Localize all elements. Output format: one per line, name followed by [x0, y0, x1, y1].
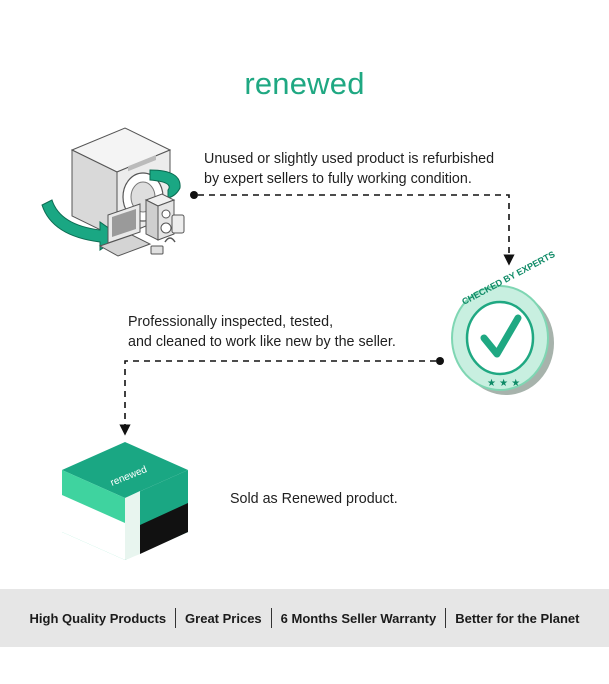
benefit-planet: Better for the Planet: [455, 610, 580, 626]
separator: [270, 608, 272, 628]
checked-by-experts-badge: CHECKED BY EXPERTS ★ ★ ★: [451, 249, 557, 395]
svg-text:★ ★ ★: ★ ★ ★: [487, 378, 520, 389]
step-1-description: Unused or slightly used product is refur…: [204, 151, 495, 187]
flow-connector-2: [119, 360, 436, 436]
appliances-electronics-icon: [41, 127, 185, 257]
flow-start-dot: [190, 191, 198, 199]
benefits-bar: High Quality Products Great Prices 6 Mon…: [0, 589, 609, 647]
separator: [175, 608, 177, 628]
checkmark-icon: [480, 314, 522, 358]
step-2-description: Professionally inspected, tested, and cl…: [128, 314, 396, 350]
benefit-prices: Great Prices: [185, 610, 262, 626]
benefit-quality: High Quality Products: [29, 610, 167, 626]
renewed-box-icon: renewed: [62, 442, 188, 560]
separator: [445, 608, 447, 628]
flow-connector-1: [198, 194, 515, 266]
flow-mid-dot: [436, 357, 444, 365]
renewed-logo: renewed: [244, 66, 365, 101]
step-3-description: Sold as Renewed product.: [230, 491, 398, 507]
benefit-warranty: 6 Months Seller Warranty: [280, 610, 437, 626]
